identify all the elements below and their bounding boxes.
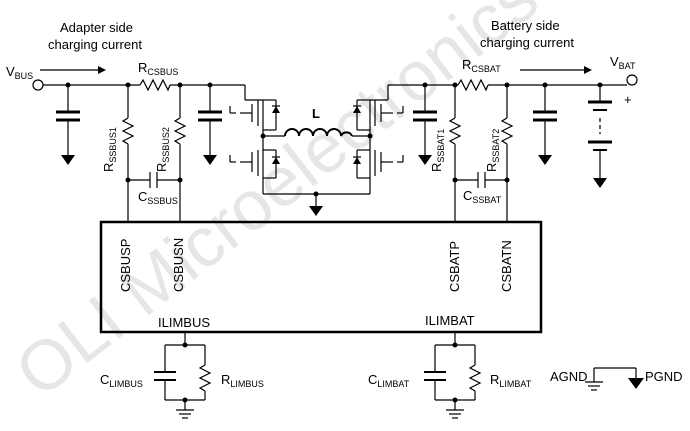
climbus-label: CLIMBUS <box>100 372 143 389</box>
controller-ic-box <box>99 220 543 334</box>
battery-side-label-1: Battery side <box>491 18 560 33</box>
pgnd-label: PGND <box>645 369 683 384</box>
battery-icon <box>588 82 612 188</box>
rssbat2-resistor-icon <box>500 117 514 145</box>
pin-csbatp-label: CSBATP <box>447 241 462 292</box>
pin-csbusn-label: CSBUSN <box>171 238 186 292</box>
vbat-label: VBAT <box>610 54 636 71</box>
rlimbat-label: RLIMBAT <box>490 372 532 389</box>
adapter-current-arrow <box>40 66 106 74</box>
pin-ilimbus-label: ILIMBUS <box>158 315 210 330</box>
rssbat1-resistor-icon <box>448 117 462 145</box>
input-capacitor-2-icon <box>198 85 222 165</box>
rcsbus-label: RCSBUS <box>138 60 178 77</box>
right-mosfet-pair-icon <box>353 85 404 194</box>
power-ground-icon <box>309 191 323 216</box>
battery-side-label-2: charging current <box>480 35 574 50</box>
rssbus1-label: RSSBUS1 <box>101 127 118 172</box>
rlimbus-label: RLIMBUS <box>221 372 264 389</box>
output-capacitor-1-icon <box>413 82 437 165</box>
ilimbat-network-icon <box>424 332 482 419</box>
cssbus-label: CSSBUS <box>138 189 178 206</box>
rcsbus-resistor-icon <box>139 78 171 92</box>
rssbat1-label: RSSBAT1 <box>429 129 446 172</box>
pin-ilimbat-label: ILIMBAT <box>425 313 475 328</box>
rssbus2-resistor-icon <box>173 117 187 145</box>
vbat-terminal-icon <box>626 74 638 86</box>
pin-csbusp-label: CSBUSP <box>118 239 133 292</box>
cssbat-capacitor-icon <box>452 172 510 188</box>
rcsbat-resistor-icon <box>457 78 489 92</box>
adapter-side-label-1: Adapter side <box>60 20 133 35</box>
agnd-pgnd-symbol-icon <box>585 367 644 391</box>
cssbat-label: CSSBAT <box>463 188 502 205</box>
agnd-label: AGND <box>550 369 588 384</box>
output-capacitor-2-icon <box>533 82 557 165</box>
inductor-label: L <box>312 106 320 121</box>
left-mosfet-pair-icon <box>229 85 370 195</box>
cssbus-capacitor-icon <box>125 172 183 188</box>
pin-csbatn-label: CSBATN <box>499 240 514 292</box>
vbus-label: VBUS <box>6 64 33 81</box>
battery-plus-label: + <box>624 92 632 107</box>
adapter-side-label-2: charging current <box>48 37 142 52</box>
rcsbat-label: RCSBAT <box>462 57 501 74</box>
input-capacitor-1-icon <box>56 85 80 165</box>
rssbus1-resistor-icon <box>121 117 135 145</box>
vbus-terminal-icon <box>32 79 44 91</box>
battery-current-arrow <box>520 66 592 74</box>
rssbat2-label: RSSBAT2 <box>484 129 501 172</box>
rssbus2-label: RSSBUS2 <box>154 127 171 172</box>
climbat-label: CLIMBAT <box>368 372 410 389</box>
inductor-icon <box>284 128 370 137</box>
ilimbus-network-icon <box>154 332 212 419</box>
